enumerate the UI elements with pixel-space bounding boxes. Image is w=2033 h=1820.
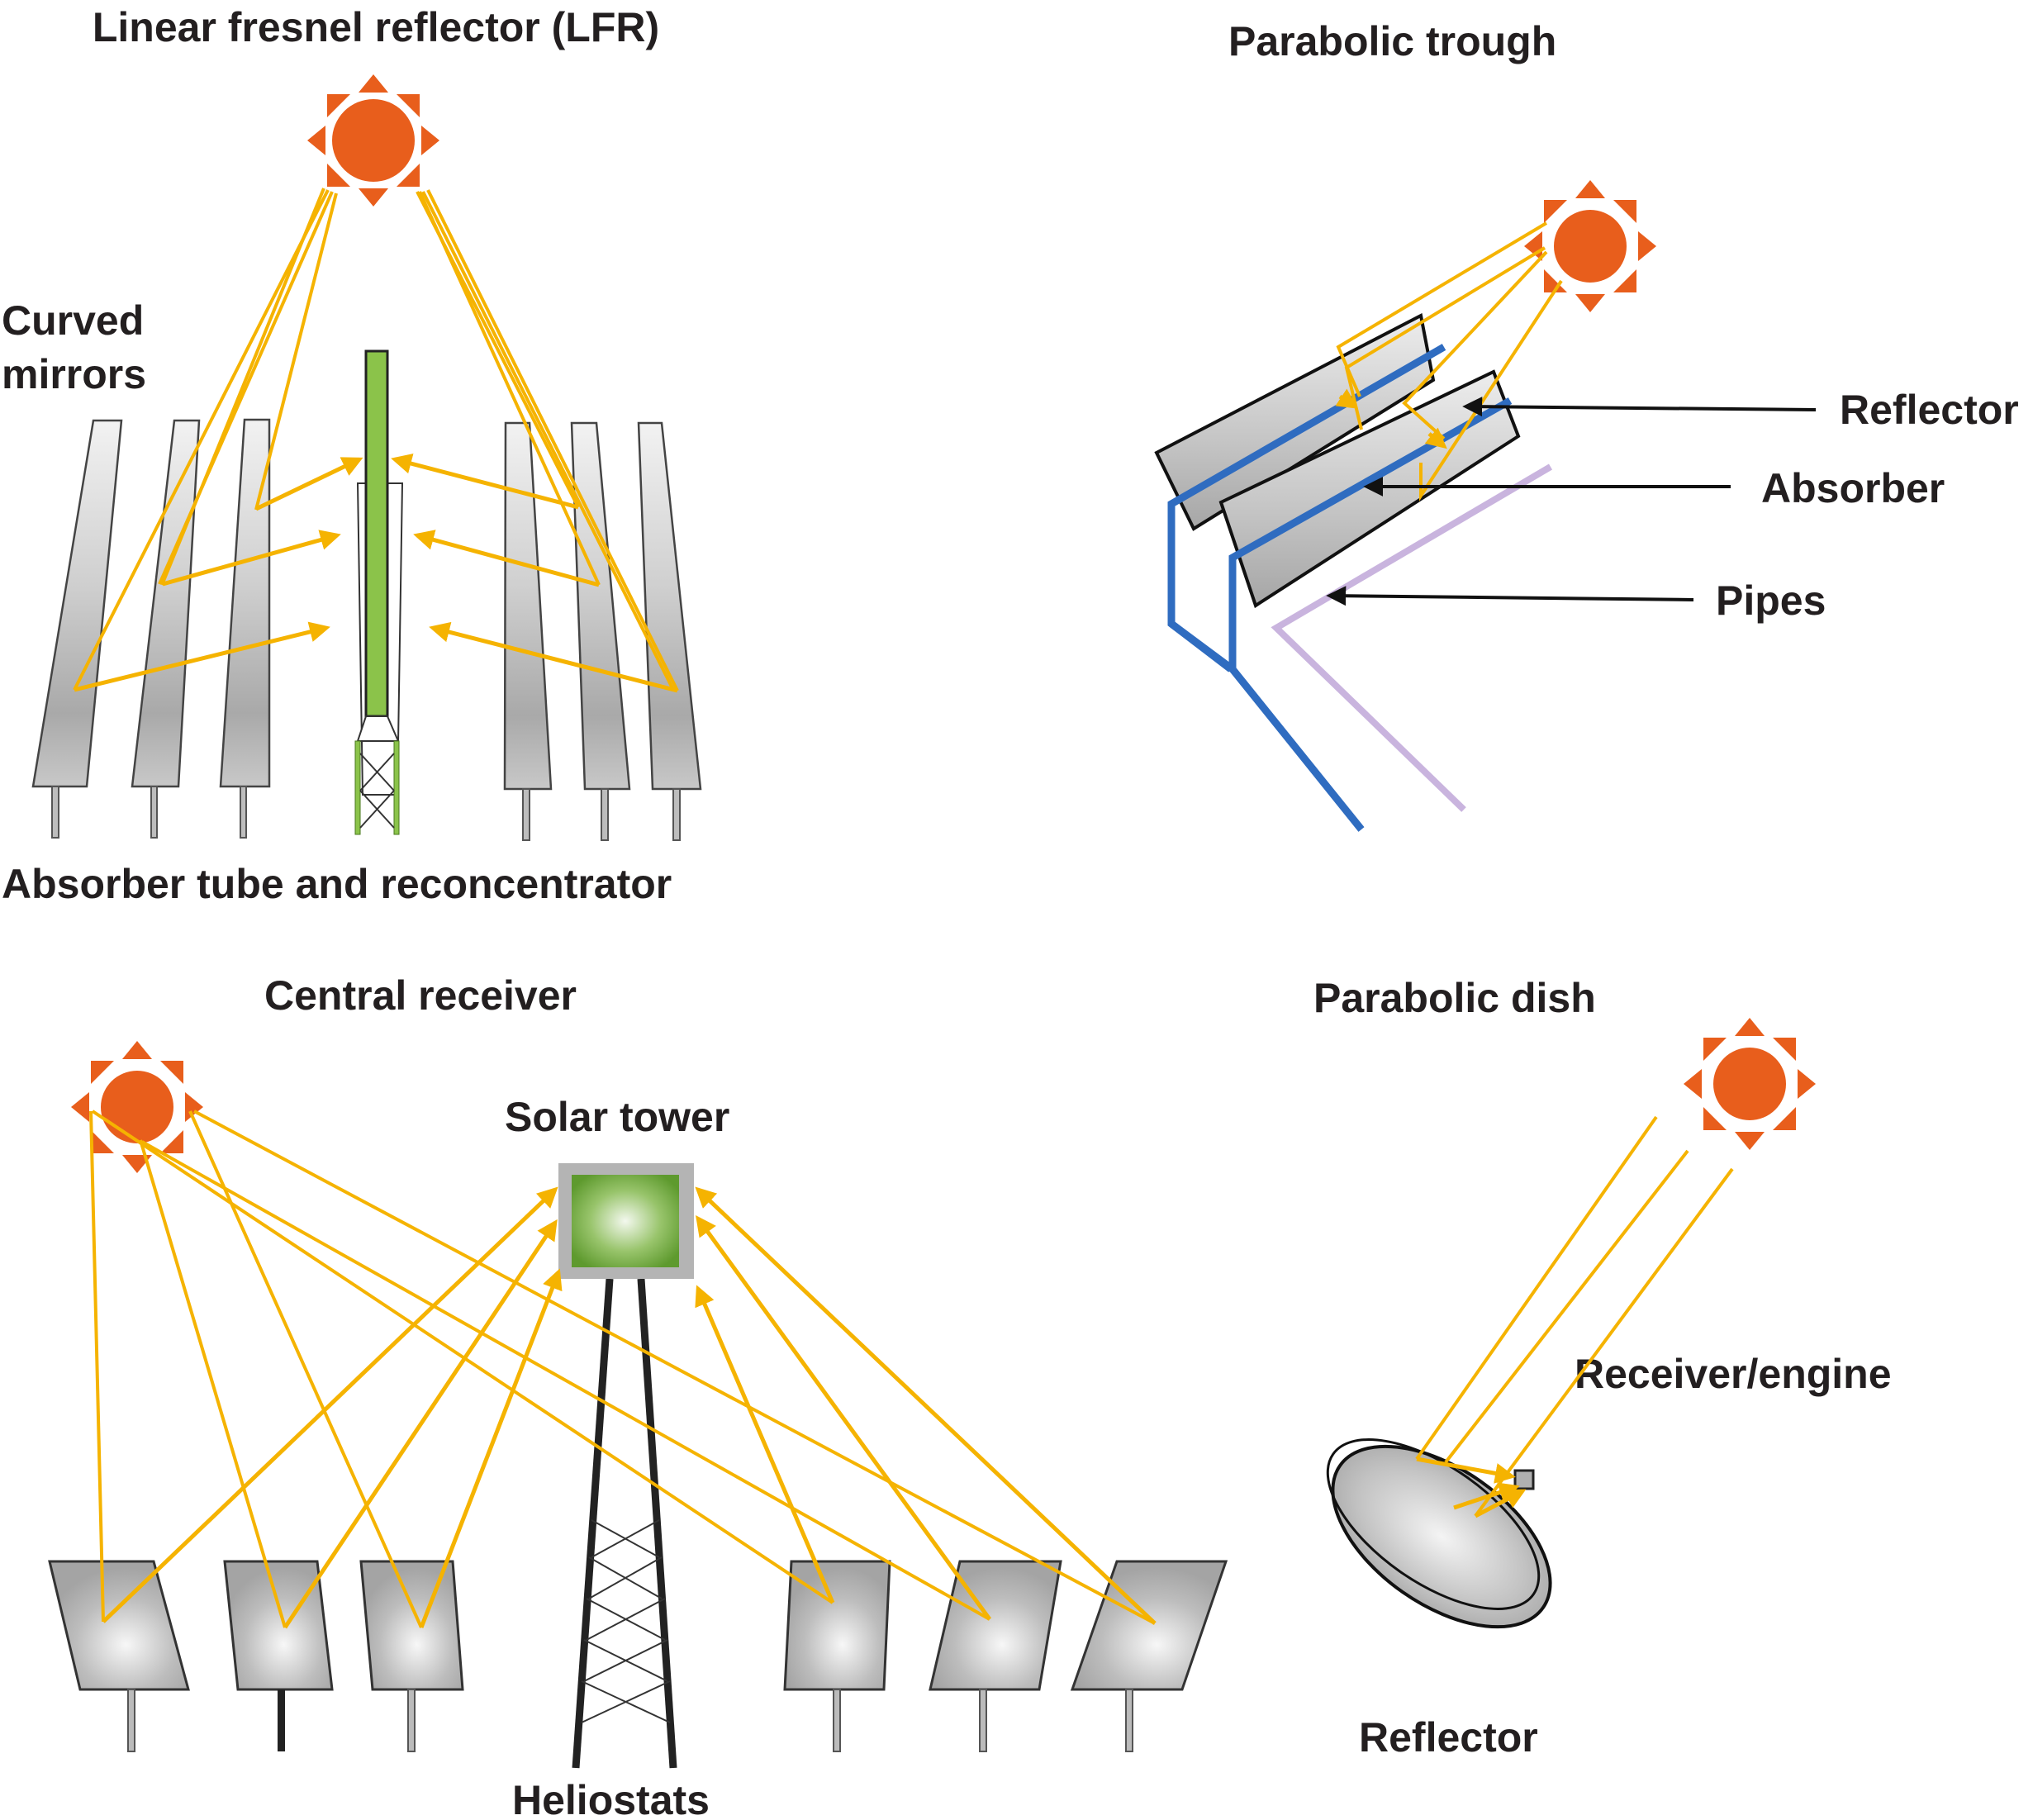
dish-title: Parabolic dish (1313, 975, 1596, 1021)
heliostat (929, 1560, 1062, 1752)
pipe-return (1271, 463, 1553, 812)
reflected-rays (74, 453, 678, 693)
sun-rays (1335, 221, 1563, 501)
sun-icon (1684, 1018, 1816, 1150)
lfr-panel: Linear fresnel reflector (LFR) Curved mi… (2, 4, 702, 907)
heliostat (783, 1560, 891, 1752)
dish-panel: Parabolic dish Receiver/engine (1313, 975, 1892, 1761)
absorber-tube-label: Absorber tube and reconcentrator (2, 861, 672, 907)
receiver-engine (1513, 1469, 1535, 1490)
curved-mirror (219, 418, 271, 839)
parabolic-dish (1326, 1438, 1552, 1629)
curved-mirrors-label-line1: Curved (2, 297, 144, 344)
trough-reflector-label: Reflector (1840, 387, 2019, 433)
curved-mirror (570, 421, 631, 841)
trough-title: Parabolic trough (1228, 18, 1556, 64)
curved-mirror (637, 421, 702, 841)
reflected-rays (102, 1186, 1157, 1629)
sun-icon (307, 74, 439, 207)
heliostat (223, 1560, 334, 1751)
solar-tower-label: Solar tower (505, 1094, 729, 1140)
sun-icon (71, 1041, 203, 1173)
curved-mirror (131, 419, 201, 839)
pipe-connector (1169, 620, 1235, 672)
trough-absorber-label: Absorber (1761, 465, 1945, 511)
dish-reflector-label: Reflector (1359, 1714, 1538, 1761)
lfr-title: Linear fresnel reflector (LFR) (93, 4, 659, 50)
trough-panel: Parabolic trough (1154, 18, 2019, 832)
sun-rays (89, 1110, 1156, 1628)
pipes-pointer (1326, 586, 1694, 606)
curved-mirror (503, 421, 553, 841)
curved-mirror (31, 419, 123, 839)
heliostat (359, 1560, 464, 1752)
receiver-engine-label: Receiver/engine (1575, 1351, 1892, 1397)
central-receiver-panel: Central receiver Solar tower (48, 972, 1228, 1820)
sun-icon (1524, 180, 1656, 312)
sun-rays (1415, 1115, 1734, 1518)
heliostats-label: Heliostats (512, 1777, 710, 1820)
curved-mirrors-label-line2: mirrors (2, 351, 146, 397)
trough-pipes-label: Pipes (1716, 577, 1826, 624)
reflector-pointer (1462, 397, 1817, 417)
central-receiver-title: Central receiver (264, 972, 577, 1019)
solar-tower (558, 1163, 694, 1769)
sun-rays (73, 188, 679, 691)
heliostat (48, 1560, 190, 1752)
absorber-tube (354, 349, 404, 835)
heliostat (1070, 1560, 1228, 1752)
